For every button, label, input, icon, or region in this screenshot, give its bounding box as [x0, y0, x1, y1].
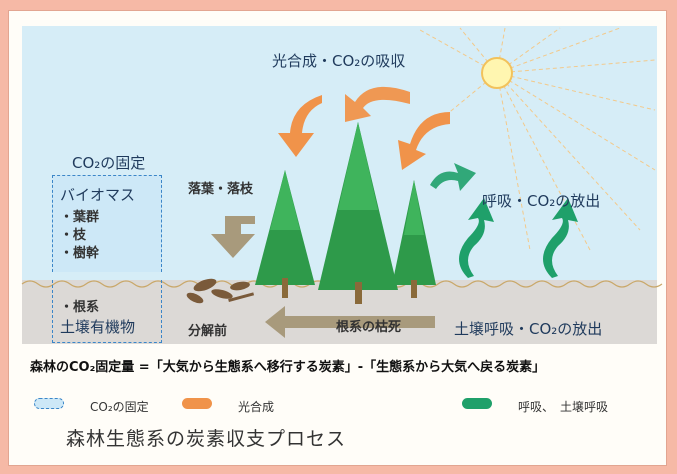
photosynthesis-arrow-1 — [345, 86, 410, 122]
litter-fall-label: 落葉・落枝 — [188, 182, 254, 197]
legend-photosynthesis-label: 光合成 — [238, 400, 275, 414]
co2-fixation-box-above — [52, 175, 162, 272]
legend-respiration-swatch — [462, 398, 492, 409]
respiration-arrow-3 — [543, 198, 578, 278]
branches-label: ・枝 — [60, 228, 87, 243]
leaves-label: ・葉群 — [60, 210, 100, 225]
respiration-release-label: 呼吸・CO₂の放出 — [482, 192, 601, 210]
photosynthesis-arrow-2 — [278, 95, 322, 157]
root-death-arrow — [265, 306, 435, 338]
photosynthesis-arrows — [278, 86, 450, 170]
trees — [255, 122, 436, 304]
decomposition-label: 分解前 — [188, 324, 228, 339]
legend-photosynthesis-swatch — [182, 398, 212, 409]
trunk-label: ・樹幹 — [60, 246, 100, 261]
legend-fixation-swatch — [34, 398, 64, 409]
legend-respiration-label: 呼吸、 土壌呼吸 — [518, 400, 609, 414]
biomass-label: バイオマス — [60, 186, 136, 204]
soil-area — [22, 280, 657, 344]
soil-respiration-label: 土壌呼吸・CO₂の放出 — [454, 320, 603, 338]
soil-organic-label: 土壌有機物 — [60, 318, 136, 336]
root-death-label: 根系の枯死 — [336, 320, 402, 335]
tree-center — [318, 122, 398, 304]
tree-right — [392, 180, 436, 298]
litter-pile — [186, 278, 255, 304]
respiration-arrow-2 — [459, 198, 494, 278]
caption-title: 森林生態系の炭素収支プロセス — [66, 428, 347, 450]
legend-fixation-label: CO₂の固定 — [90, 400, 149, 414]
tree-left — [255, 170, 315, 298]
sun-icon — [481, 57, 513, 89]
photosynthesis-absorb-label: 光合成・CO₂の吸収 — [272, 52, 406, 70]
co2-fixation-label: CO₂の固定 — [72, 154, 146, 172]
respiration-arrow-1 — [430, 163, 476, 191]
sun-rays — [419, 27, 656, 251]
co2-fixation-box-below — [52, 280, 162, 343]
litter-fall-arrow — [211, 198, 255, 258]
photosynthesis-arrow-3 — [398, 112, 450, 170]
roots-label: ・根系 — [60, 300, 100, 315]
fixation-equation: 森林のCO₂固定量 =「大気から生態系へ移行する炭素」-「生態系から大気へ戻る炭… — [30, 360, 546, 375]
respiration-arrows — [430, 163, 578, 278]
